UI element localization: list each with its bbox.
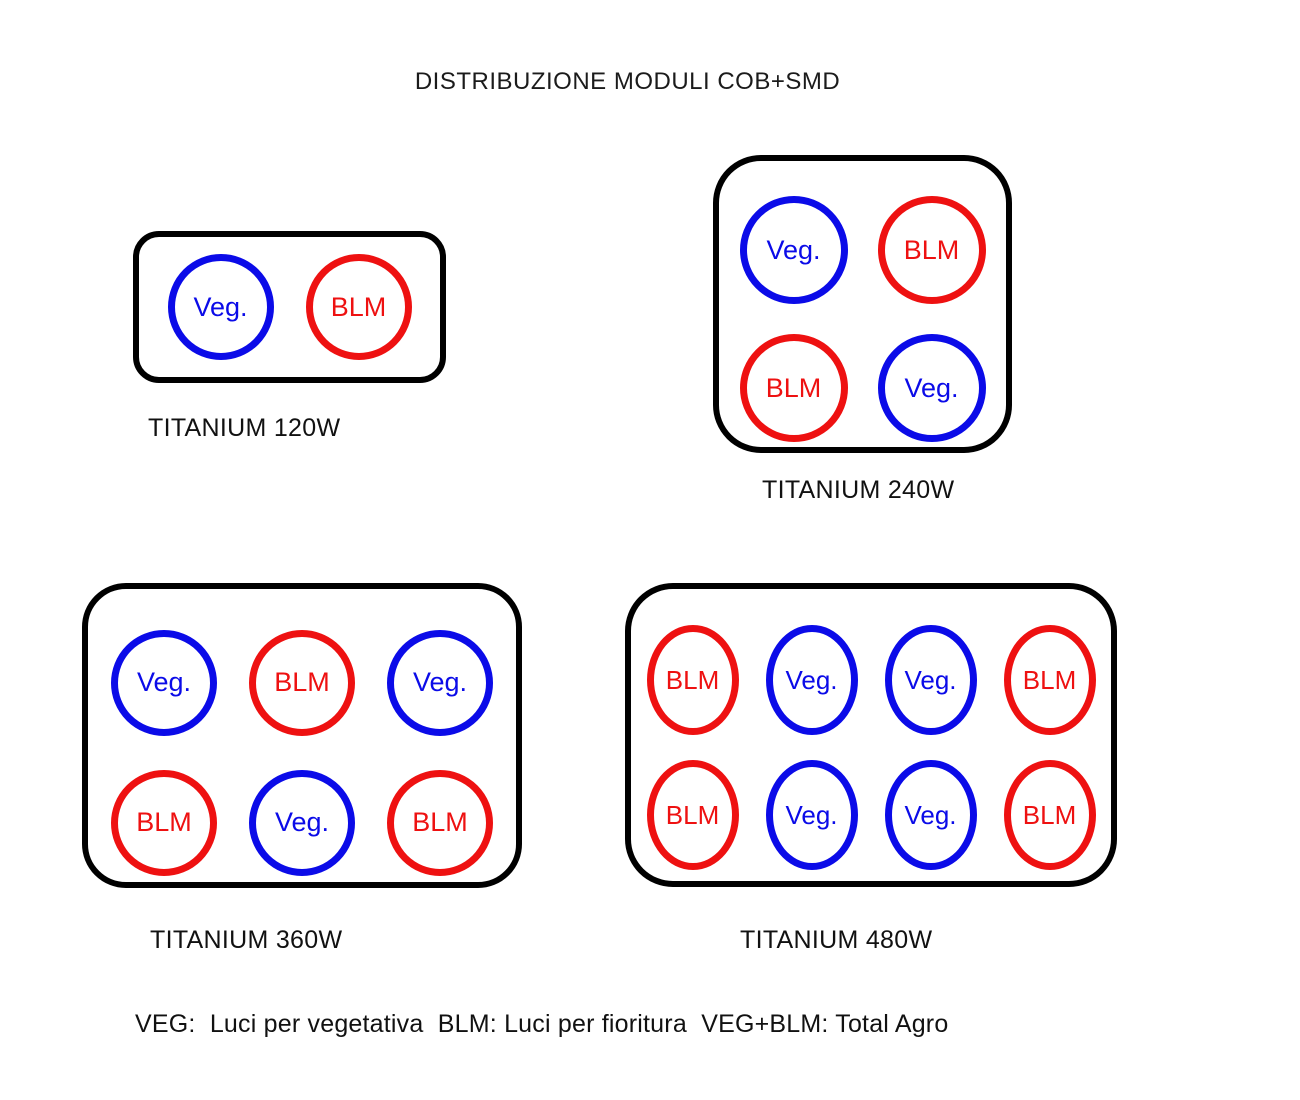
module-veg-circle: Veg. (884, 760, 977, 870)
panel-outline-box: Veg. BLM (133, 231, 446, 383)
module-blm-circle: BLM (1003, 625, 1096, 735)
panel-480w: BLM Veg. Veg. BLM BLM Veg. Veg. BLM TITANIUM 48… (625, 583, 1117, 954)
panel-outline-box: BLM Veg. Veg. BLM BLM Veg. Veg. BLM (625, 583, 1117, 887)
module-row: BLM Veg. (739, 334, 986, 442)
module-blm-circle: BLM (739, 334, 848, 442)
panel-outline-box: Veg. BLM Veg. BLM Veg. BLM (82, 583, 522, 888)
module-veg-circle: Veg. (387, 629, 493, 736)
module-veg-circle: Veg. (249, 769, 355, 876)
module-veg-circle: Veg. (167, 254, 274, 360)
module-row: BLM Veg. Veg. BLM (646, 760, 1096, 870)
module-blm-circle: BLM (646, 625, 739, 735)
module-row: Veg. BLM (167, 254, 412, 360)
module-blm-circle: BLM (646, 760, 739, 870)
panel-label: TITANIUM 480W (740, 926, 933, 954)
panel-120w: Veg. BLM TITANIUM 120W (133, 231, 446, 442)
module-veg-circle: Veg. (765, 760, 858, 870)
module-blm-circle: BLM (249, 629, 355, 736)
module-row: BLM Veg. BLM (111, 769, 493, 876)
module-veg-circle: Veg. (739, 196, 848, 304)
panel-360w: Veg. BLM Veg. BLM Veg. BLM TITANIUM 360W (82, 583, 522, 954)
module-veg-circle: Veg. (884, 625, 977, 735)
panel-label: TITANIUM 240W (762, 476, 955, 504)
module-row: Veg. BLM Veg. (111, 629, 493, 736)
module-veg-circle: Veg. (111, 629, 217, 736)
module-row: BLM Veg. Veg. BLM (646, 625, 1096, 735)
panel-label: TITANIUM 360W (150, 926, 343, 954)
legend-text: VEG: Luci per vegetativa BLM: Luci per f… (135, 1010, 949, 1038)
module-blm-circle: BLM (877, 196, 986, 304)
module-veg-circle: Veg. (877, 334, 986, 442)
module-blm-circle: BLM (305, 254, 412, 360)
module-row: Veg. BLM (739, 196, 986, 304)
panel-240w: Veg. BLM BLM Veg. TITANIUM 240W (713, 155, 1012, 504)
module-blm-circle: BLM (1003, 760, 1096, 870)
panel-outline-box: Veg. BLM BLM Veg. (713, 155, 1012, 453)
module-veg-circle: Veg. (765, 625, 858, 735)
module-blm-circle: BLM (111, 769, 217, 876)
diagram-title: DISTRIBUZIONE MODULI COB+SMD (414, 68, 841, 95)
panel-label: TITANIUM 120W (148, 414, 341, 442)
module-blm-circle: BLM (387, 769, 493, 876)
